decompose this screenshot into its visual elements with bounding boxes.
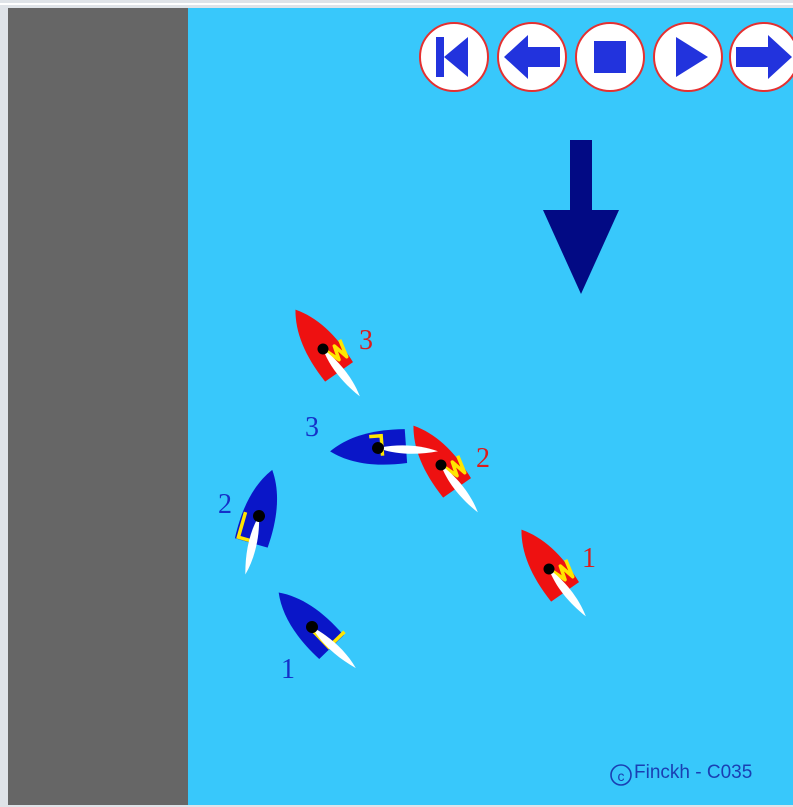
step-forward-button[interactable] <box>730 23 793 91</box>
svg-text:c: c <box>618 768 625 784</box>
shore-land <box>8 8 188 805</box>
blue-boat-2-label: 2 <box>218 489 232 520</box>
red-boat-1-label: 1 <box>582 543 596 574</box>
copyright-text: Finckh - C035 <box>634 762 752 784</box>
step-back-button[interactable] <box>498 23 566 91</box>
red-boat-3-label: 3 <box>359 325 373 356</box>
stop-square-icon <box>594 41 626 73</box>
water-area <box>188 8 793 805</box>
play-button[interactable] <box>654 23 722 91</box>
rewind-to-start-button[interactable] <box>420 23 488 91</box>
stop-button[interactable] <box>576 23 644 91</box>
blue-boat-3-label: 3 <box>305 412 319 443</box>
red-boat-2-label: 2 <box>476 443 490 474</box>
blue-boat-1-label: 1 <box>281 654 295 685</box>
